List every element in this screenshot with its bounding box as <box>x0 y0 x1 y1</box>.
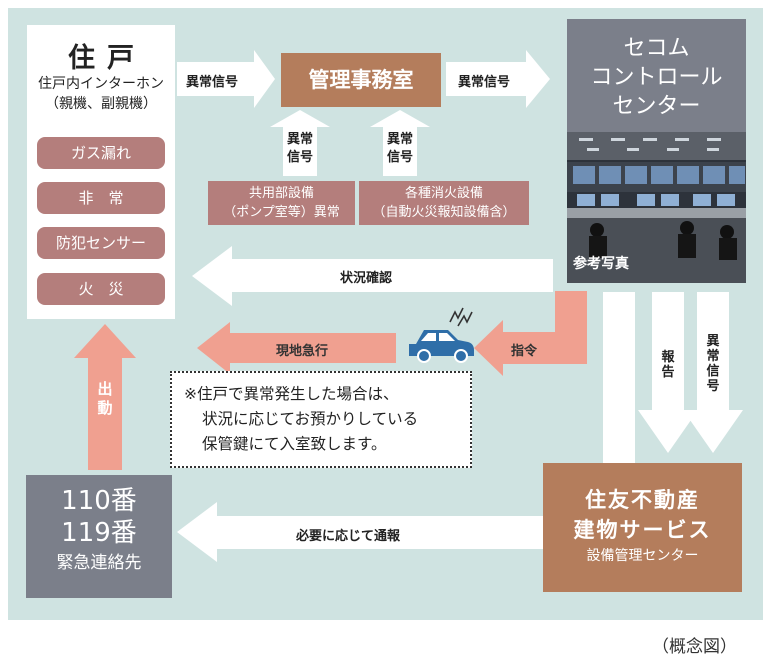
photo-caption: 参考写真 <box>573 256 629 272</box>
label-fire-signal-1: 異常 <box>386 132 413 147</box>
label-status-check: 状況確認 <box>340 271 393 286</box>
arrow-office-to-center <box>446 50 550 108</box>
intercom-units: （親機、副親機） <box>45 96 157 112</box>
alarm-gas-leak: ガス漏れ <box>37 137 165 169</box>
management-office-box: 管理事務室 <box>281 53 441 107</box>
control-center-line3: センター <box>612 94 701 119</box>
intercom-label: 住戸内インターホン <box>38 76 164 92</box>
arrow-report <box>638 292 698 453</box>
alarm-security-sensor: 防犯センサー <box>37 227 165 259</box>
service-center-box: 住友不動産 建物サービス 設備管理センター <box>543 463 742 592</box>
label-common-signal: 異常 信号 <box>285 131 315 167</box>
label-resident-to-office: 異常信号 <box>186 75 239 90</box>
fire-equipment-box: 各種消火設備 （自動火災報知設備含） <box>359 181 529 225</box>
emergency-contact-label: 緊急連絡先 <box>56 553 142 573</box>
control-center-line2: コントロール <box>590 65 723 90</box>
note-line1: ※住戸で異常発生した場合は、 <box>184 385 399 403</box>
label-notify: 必要に応じて通報 <box>296 529 401 544</box>
service-center-line1: 住友不動産 <box>585 488 700 512</box>
arrow-dispatch <box>74 324 136 470</box>
note-box: ※住戸で異常発生した場合は、 状況に応じてお預かりしている 保管鍵にて入室致しま… <box>170 371 472 468</box>
label-office-to-center: 異常信号 <box>458 75 511 90</box>
car-icon <box>409 307 474 363</box>
police-number: 110番 <box>61 486 137 516</box>
arrow-fire-up <box>370 110 430 176</box>
label-report: 報告 <box>661 350 675 380</box>
note-line2: 状況に応じてお預かりしている <box>202 410 419 428</box>
resident-title: 住戸 <box>68 43 146 74</box>
label-rush: 現地急行 <box>276 344 329 359</box>
label-dispatch: 出動 <box>97 380 113 417</box>
alarm-fire: 火 災 <box>37 273 165 305</box>
resident-subtitle: 住戸内インターホン （親機、副親機） <box>27 74 175 114</box>
alarm-emergency: 非 常 <box>37 182 165 214</box>
arrow-rush <box>197 322 396 374</box>
common-equipment-box: 共用部設備 （ポンプ室等）異常 <box>208 181 355 225</box>
arrow-resident-to-office <box>177 50 275 108</box>
resident-panel <box>27 25 175 319</box>
concept-diagram-caption: （概念図） <box>652 637 737 657</box>
label-command: 指令 <box>511 344 538 359</box>
service-center-line2: 建物サービス <box>573 518 712 542</box>
arrow-common-up <box>270 110 330 176</box>
common-equipment-line1: 共用部設備 <box>248 186 314 201</box>
control-center-box: セコム コントロール センター <box>567 19 746 132</box>
note-line3: 保管鍵にて入室致します。 <box>202 435 387 453</box>
label-common-signal-2: 信号 <box>286 150 313 165</box>
control-room-photo <box>567 132 746 283</box>
arrow-command <box>474 291 587 376</box>
control-center-line1: セコム <box>623 36 690 61</box>
label-fire-signal-2: 信号 <box>386 150 413 165</box>
fire-equipment-line1: 各種消火設備 <box>404 186 483 201</box>
emergency-contacts-box: 110番 119番 緊急連絡先 <box>26 475 172 598</box>
arrow-status-check <box>192 246 553 306</box>
label-abnormal-signal-vertical: 異常信号 <box>706 334 720 394</box>
label-common-signal-1: 異常 <box>286 132 313 147</box>
fire-number: 119番 <box>61 518 137 548</box>
common-equipment-line2: （ポンプ室等）異常 <box>223 205 340 220</box>
control-room-illustration <box>567 132 746 283</box>
fire-equipment-line2: （自動火災報知設備含） <box>372 205 516 220</box>
service-center-line3: 設備管理センター <box>586 548 699 564</box>
arrow-abnormal-down <box>683 292 743 453</box>
label-fire-signal: 異常 信号 <box>385 131 415 167</box>
